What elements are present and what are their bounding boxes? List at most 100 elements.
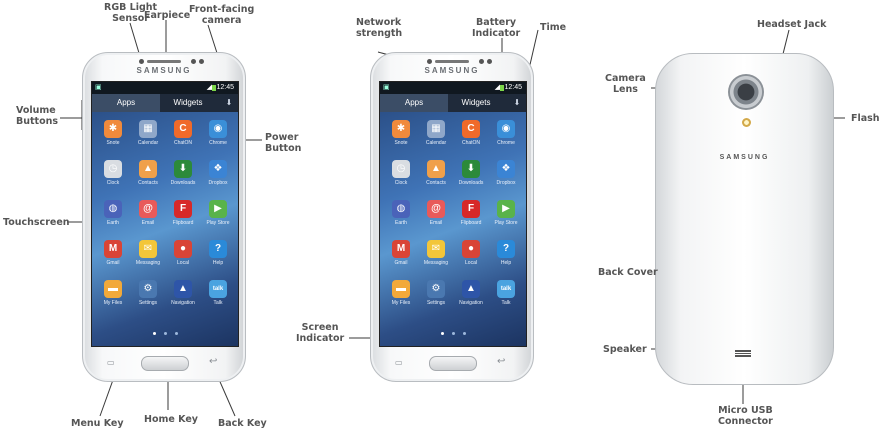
flipboard-icon: F — [462, 200, 480, 218]
talk-icon: talk — [209, 280, 227, 298]
app-downloads[interactable]: ⬇Downloads — [454, 160, 488, 186]
app-snote[interactable]: ✱Snote — [96, 120, 130, 146]
app-label: Flipboard — [460, 220, 482, 226]
touchscreen[interactable]: ▣ ◢ 12:45 Apps Widgets ⬇ ✱Snote▦Calendar… — [379, 81, 527, 347]
chaton-icon: C — [174, 120, 192, 138]
app-label: Talk — [501, 300, 511, 306]
app-label: Calendar — [425, 140, 447, 146]
page-dot — [163, 332, 167, 335]
app-label: Clock — [394, 180, 408, 186]
app-settings[interactable]: ⚙Settings — [419, 280, 453, 306]
downloads-icon: ⬇ — [462, 160, 480, 178]
app-email[interactable]: @Email — [419, 200, 453, 226]
tab-bar: Apps Widgets ⬇ — [92, 94, 238, 112]
app-downloads[interactable]: ⬇Downloads — [166, 160, 200, 186]
app-contacts[interactable]: ▲ Contacts — [419, 160, 453, 186]
label-headset-jack: Headset Jack — [757, 19, 827, 30]
page-dot — [174, 332, 178, 335]
app-label: Snote — [394, 140, 408, 146]
app-help[interactable]: ?Help — [201, 240, 235, 266]
app-contacts[interactable]: ▲Contacts — [131, 160, 165, 186]
app-my-files[interactable]: ▬My Files — [384, 280, 418, 306]
download-icon[interactable]: ⬇ — [225, 98, 233, 107]
my-files-icon: ▬ — [104, 280, 122, 298]
touchscreen[interactable]: ▣ ◢ 12:45 Apps Widgets ⬇ ✱Snote▦Calendar… — [91, 81, 239, 347]
app-help[interactable]: ?Help — [489, 240, 523, 266]
app-messaging[interactable]: ✉Messaging — [131, 240, 165, 266]
app-clock[interactable]: ◷ Clock — [96, 160, 130, 186]
page-dot — [440, 332, 444, 335]
app-navigation[interactable]: ▲Navigation — [454, 280, 488, 306]
app-dropbox[interactable]: ❖Dropbox — [489, 160, 523, 186]
app-label: Email — [429, 220, 443, 226]
app-play-store[interactable]: ▶Play Store — [201, 200, 235, 226]
app-calendar[interactable]: ▦ Calendar — [419, 120, 453, 146]
messaging-icon: ✉ — [139, 240, 157, 258]
battery-icon — [212, 85, 216, 91]
app-label: Flipboard — [172, 220, 194, 226]
calendar-icon: ▦ — [427, 120, 445, 138]
app-label: My Files — [103, 300, 123, 306]
menu-key[interactable]: ▭ — [107, 358, 115, 367]
app-messaging[interactable]: ✉Messaging — [419, 240, 453, 266]
front-camera-dot-2 — [487, 59, 492, 64]
home-key[interactable] — [429, 356, 477, 371]
earpiece — [147, 60, 181, 63]
app-clock[interactable]: ◷Clock — [384, 160, 418, 186]
app-chrome[interactable]: ◉Chrome — [201, 120, 235, 146]
tab-apps[interactable]: Apps — [92, 94, 160, 112]
app-email[interactable]: @Email — [131, 200, 165, 226]
app-local[interactable]: ●Local — [166, 240, 200, 266]
earth-icon: ◍ — [104, 200, 122, 218]
app-label: Contacts — [426, 180, 446, 186]
app-snote[interactable]: ✱Snote — [384, 120, 418, 146]
app-label: Local — [465, 260, 477, 266]
clock-icon: ◷ — [104, 160, 122, 178]
tab-widgets[interactable]: Widgets — [461, 98, 491, 107]
downloads-icon: ⬇ — [174, 160, 192, 178]
back-key[interactable]: ↩ — [209, 356, 218, 367]
network-strength-icon: ◢ — [206, 84, 212, 91]
contacts-icon: ▲ — [427, 160, 445, 178]
home-key[interactable] — [141, 356, 189, 371]
app-earth[interactable]: ◍Earth — [96, 200, 130, 226]
app-label: Clock — [106, 180, 120, 186]
app-label: Navigation — [459, 300, 483, 306]
page-dot — [451, 332, 455, 335]
app-calendar[interactable]: ▦Calendar — [131, 120, 165, 146]
app-my-files[interactable]: ▬ My Files — [96, 280, 130, 306]
app-earth[interactable]: ◍Earth — [384, 200, 418, 226]
app-navigation[interactable]: ▲Navigation — [166, 280, 200, 306]
app-flipboard[interactable]: F Flipboard — [454, 200, 488, 226]
download-icon[interactable]: ⬇ — [513, 98, 521, 107]
app-dropbox[interactable]: ❖Dropbox — [201, 160, 235, 186]
app-play-store[interactable]: ▶Play Store — [489, 200, 523, 226]
app-chrome[interactable]: ◉Chrome — [489, 120, 523, 146]
app-local[interactable]: ●Local — [454, 240, 488, 266]
earpiece — [435, 60, 469, 63]
camera-lens — [728, 74, 764, 110]
tab-bar: Apps Widgets ⬇ — [380, 94, 526, 112]
dropbox-icon: ❖ — [209, 160, 227, 178]
tab-apps[interactable]: Apps — [380, 94, 448, 112]
back-key[interactable]: ↩ — [497, 356, 506, 367]
label-touchscreen: Touchscreen — [3, 217, 70, 228]
app-label: Settings — [426, 300, 446, 306]
app-settings[interactable]: ⚙Settings — [131, 280, 165, 306]
menu-key[interactable]: ▭ — [395, 358, 403, 367]
tab-widgets[interactable]: Widgets — [173, 98, 203, 107]
flash-led — [742, 118, 751, 127]
app-label: Snote — [106, 140, 120, 146]
